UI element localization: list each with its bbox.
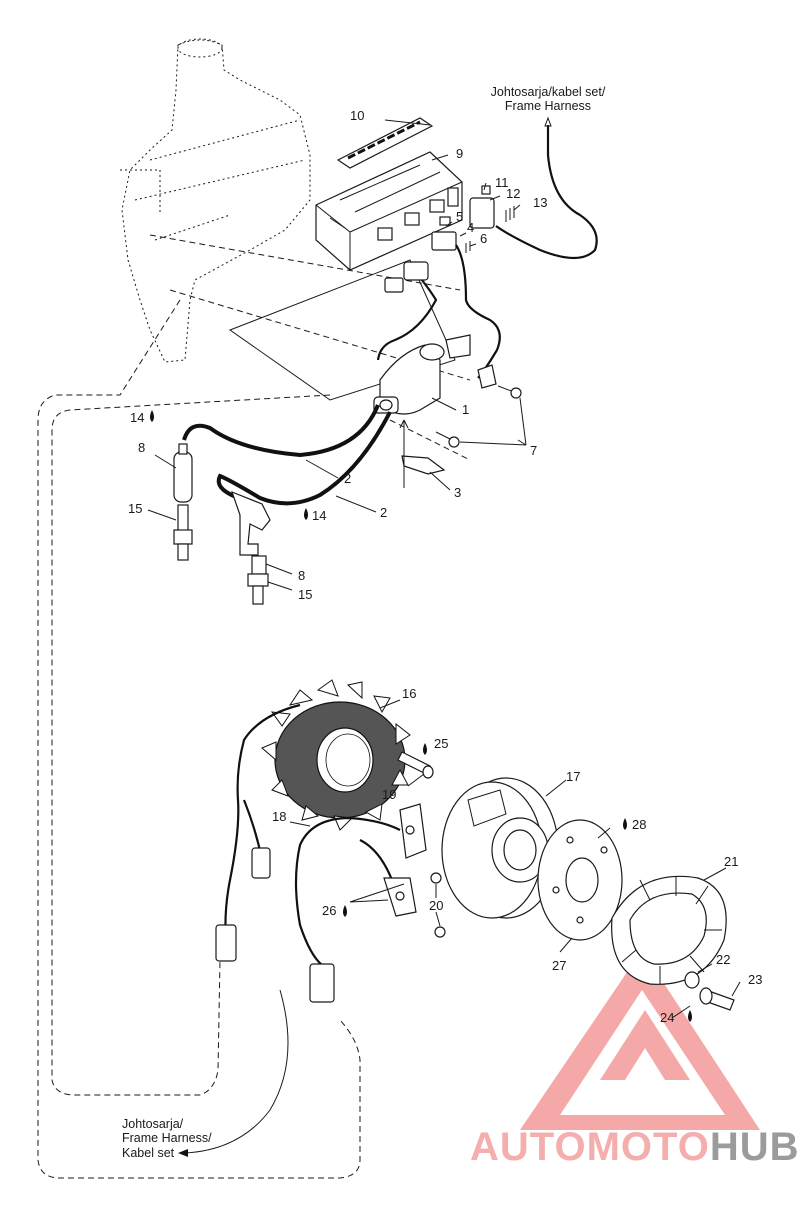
callout-16: 16 — [402, 686, 416, 701]
stator-harness — [224, 703, 301, 961]
callout-7: 7 — [530, 443, 537, 458]
stator — [261, 679, 411, 831]
svg-text:AUTOMOTOHUB: AUTOMOTOHUB — [470, 1125, 800, 1169]
pickup-sensor-lower — [383, 877, 417, 917]
logo-text-left: AUTOMOTO — [470, 1125, 710, 1169]
callout-22: 22 — [716, 952, 730, 967]
screw-20-lower — [434, 926, 446, 938]
washer-plate — [537, 819, 623, 941]
callout-27: 27 — [552, 958, 566, 973]
callout-20: 20 — [429, 898, 443, 913]
leader-lines — [147, 119, 741, 1019]
coil-harness-right — [455, 244, 501, 379]
harness-label-bottom-line2: Frame Harness/ — [122, 1131, 212, 1145]
ht-cable-lower — [216, 411, 392, 506]
callout-9: 9 — [456, 146, 463, 161]
callout-8-right: 8 — [298, 568, 305, 583]
callout-23: 23 — [748, 972, 762, 987]
ecu-module — [315, 151, 463, 271]
droplet-icon — [150, 410, 692, 1022]
callout-11: 11 — [495, 175, 509, 190]
ecu-decal — [336, 117, 434, 169]
spark-plug-right — [247, 555, 269, 605]
harness-label-bottom-line3: Kabel set — [122, 1146, 175, 1160]
harness-label-bottom-line1: Johtosarja/ — [122, 1117, 184, 1131]
callout-26: 26 — [322, 903, 336, 918]
callout-18: 18 — [272, 809, 286, 824]
spark-plug-left — [173, 504, 193, 561]
frame-harness-cable-top — [495, 125, 598, 260]
callout-24: 24 — [660, 1010, 674, 1025]
callout-14-right: 14 — [312, 508, 326, 523]
callout-12: 12 — [506, 186, 520, 201]
starter-ring — [611, 875, 727, 985]
automotohub-logo: AUTOMOTOHUB — [470, 950, 800, 1169]
bolt-19 — [397, 751, 434, 779]
harness-route-left — [37, 299, 361, 1179]
coil-harness-loop — [376, 274, 438, 361]
ht-cable-upper — [182, 404, 380, 458]
harness-label-top-line2: Frame Harness — [505, 99, 591, 113]
fuel-tank-outline — [120, 38, 311, 363]
bracket-3 — [399, 419, 446, 488]
bolt-23 — [699, 987, 735, 1011]
pickup-sensor-upper — [399, 803, 427, 859]
callout-6: 6 — [480, 231, 487, 246]
callout-3: 3 — [454, 485, 461, 500]
washer-22 — [684, 971, 700, 989]
callout-19: 19 — [382, 787, 396, 802]
screw-7-lower — [435, 431, 460, 448]
callout-8-left: 8 — [138, 440, 145, 455]
callout-4: 4 — [467, 220, 474, 235]
callout-15-left: 15 — [128, 501, 142, 516]
logo-text-right: HUB — [710, 1125, 800, 1169]
connector-cluster — [431, 185, 515, 253]
callout-2-upper: 2 — [344, 471, 351, 486]
screw-20-upper — [430, 872, 442, 884]
callout-10: 10 — [350, 108, 364, 123]
pickup-harness — [294, 816, 401, 966]
callout-21: 21 — [724, 854, 738, 869]
callout-14-left: 14 — [130, 410, 144, 425]
ignition-coil — [373, 334, 497, 415]
harness-label-top-line1: Johtosarja/kabel set/ — [491, 85, 606, 99]
callout-5: 5 — [456, 209, 463, 224]
screw-7-upper — [497, 385, 522, 399]
callout-13: 13 — [533, 195, 547, 210]
callout-17: 17 — [566, 769, 580, 784]
flywheel — [441, 777, 559, 919]
logo-triangle — [520, 950, 760, 1130]
callout-2-lower: 2 — [380, 505, 387, 520]
logo-inner-mark — [600, 1010, 690, 1080]
harness-arrow-bottom — [184, 989, 289, 1154]
callout-1: 1 — [462, 402, 469, 417]
callout-25: 25 — [434, 736, 448, 751]
spark-plug-cap-right — [231, 490, 271, 556]
spark-plug-cap-left — [173, 443, 193, 503]
callout-15-right: 15 — [298, 587, 312, 602]
callout-28: 28 — [632, 817, 646, 832]
harness-route-inner — [51, 394, 331, 1096]
